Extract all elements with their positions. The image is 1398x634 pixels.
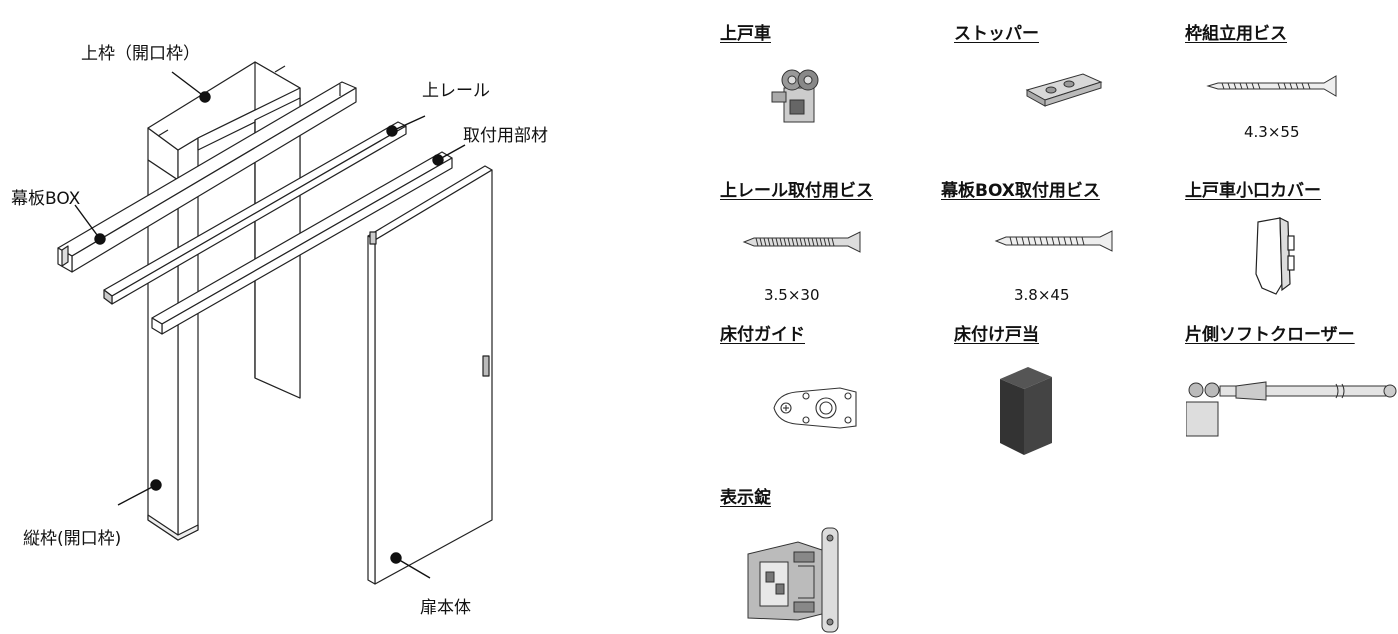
roller-cover-icon (1255, 217, 1295, 295)
part-size-frame-screw: 4.3×55 (1244, 123, 1300, 141)
valance-box-label: 幕板BOX (11, 189, 81, 209)
side-frame-label: 縦枠(開口枠) (23, 529, 122, 549)
stopper-icon (1025, 73, 1103, 107)
top-rail-label: 上レール (422, 81, 490, 101)
floor-stop-icon (1000, 367, 1052, 455)
part-title-roller-cover: 上戸車小口カバー (1185, 181, 1321, 201)
soft-closer-icon (1186, 381, 1397, 437)
part-title-indicator-lock: 表示錠 (720, 488, 771, 508)
part-size-rail-screw: 3.5×30 (764, 286, 820, 304)
part-title-soft-closer: 片側ソフトクローザー (1185, 325, 1355, 345)
top-frame-label: 上枠（開口枠） (81, 44, 200, 64)
indicator-lock-icon (747, 527, 839, 633)
valance-screw-icon (994, 230, 1113, 252)
part-title-frame-screw: 枠組立用ビス (1185, 24, 1287, 44)
part-title-rail-screw: 上レール取付用ビス (720, 181, 873, 201)
door-panel-drawing (367, 165, 493, 585)
part-title-stopper: ストッパー (954, 24, 1039, 44)
top-rail-drawing (103, 121, 407, 305)
door-body-label: 扉本体 (420, 598, 471, 618)
rail-screw-icon (742, 231, 861, 253)
part-title-floor-stop: 床付け戸当 (954, 325, 1039, 345)
part-title-floor-guide: 床付ガイド (720, 325, 805, 345)
assembly-diagram (57, 61, 493, 585)
valance-box-drawing (57, 81, 357, 273)
top-roller-icon (771, 69, 819, 123)
mounting-member-drawing (151, 151, 453, 335)
part-size-valance-screw: 3.8×45 (1014, 286, 1070, 304)
frame-screw-icon (1206, 75, 1337, 97)
part-title-valance-screw: 幕板BOX取付用ビス (941, 181, 1100, 201)
part-title-top-roller: 上戸車 (720, 24, 771, 44)
floor-guide-icon (773, 387, 857, 429)
mounting-member-label: 取付用部材 (463, 126, 548, 146)
